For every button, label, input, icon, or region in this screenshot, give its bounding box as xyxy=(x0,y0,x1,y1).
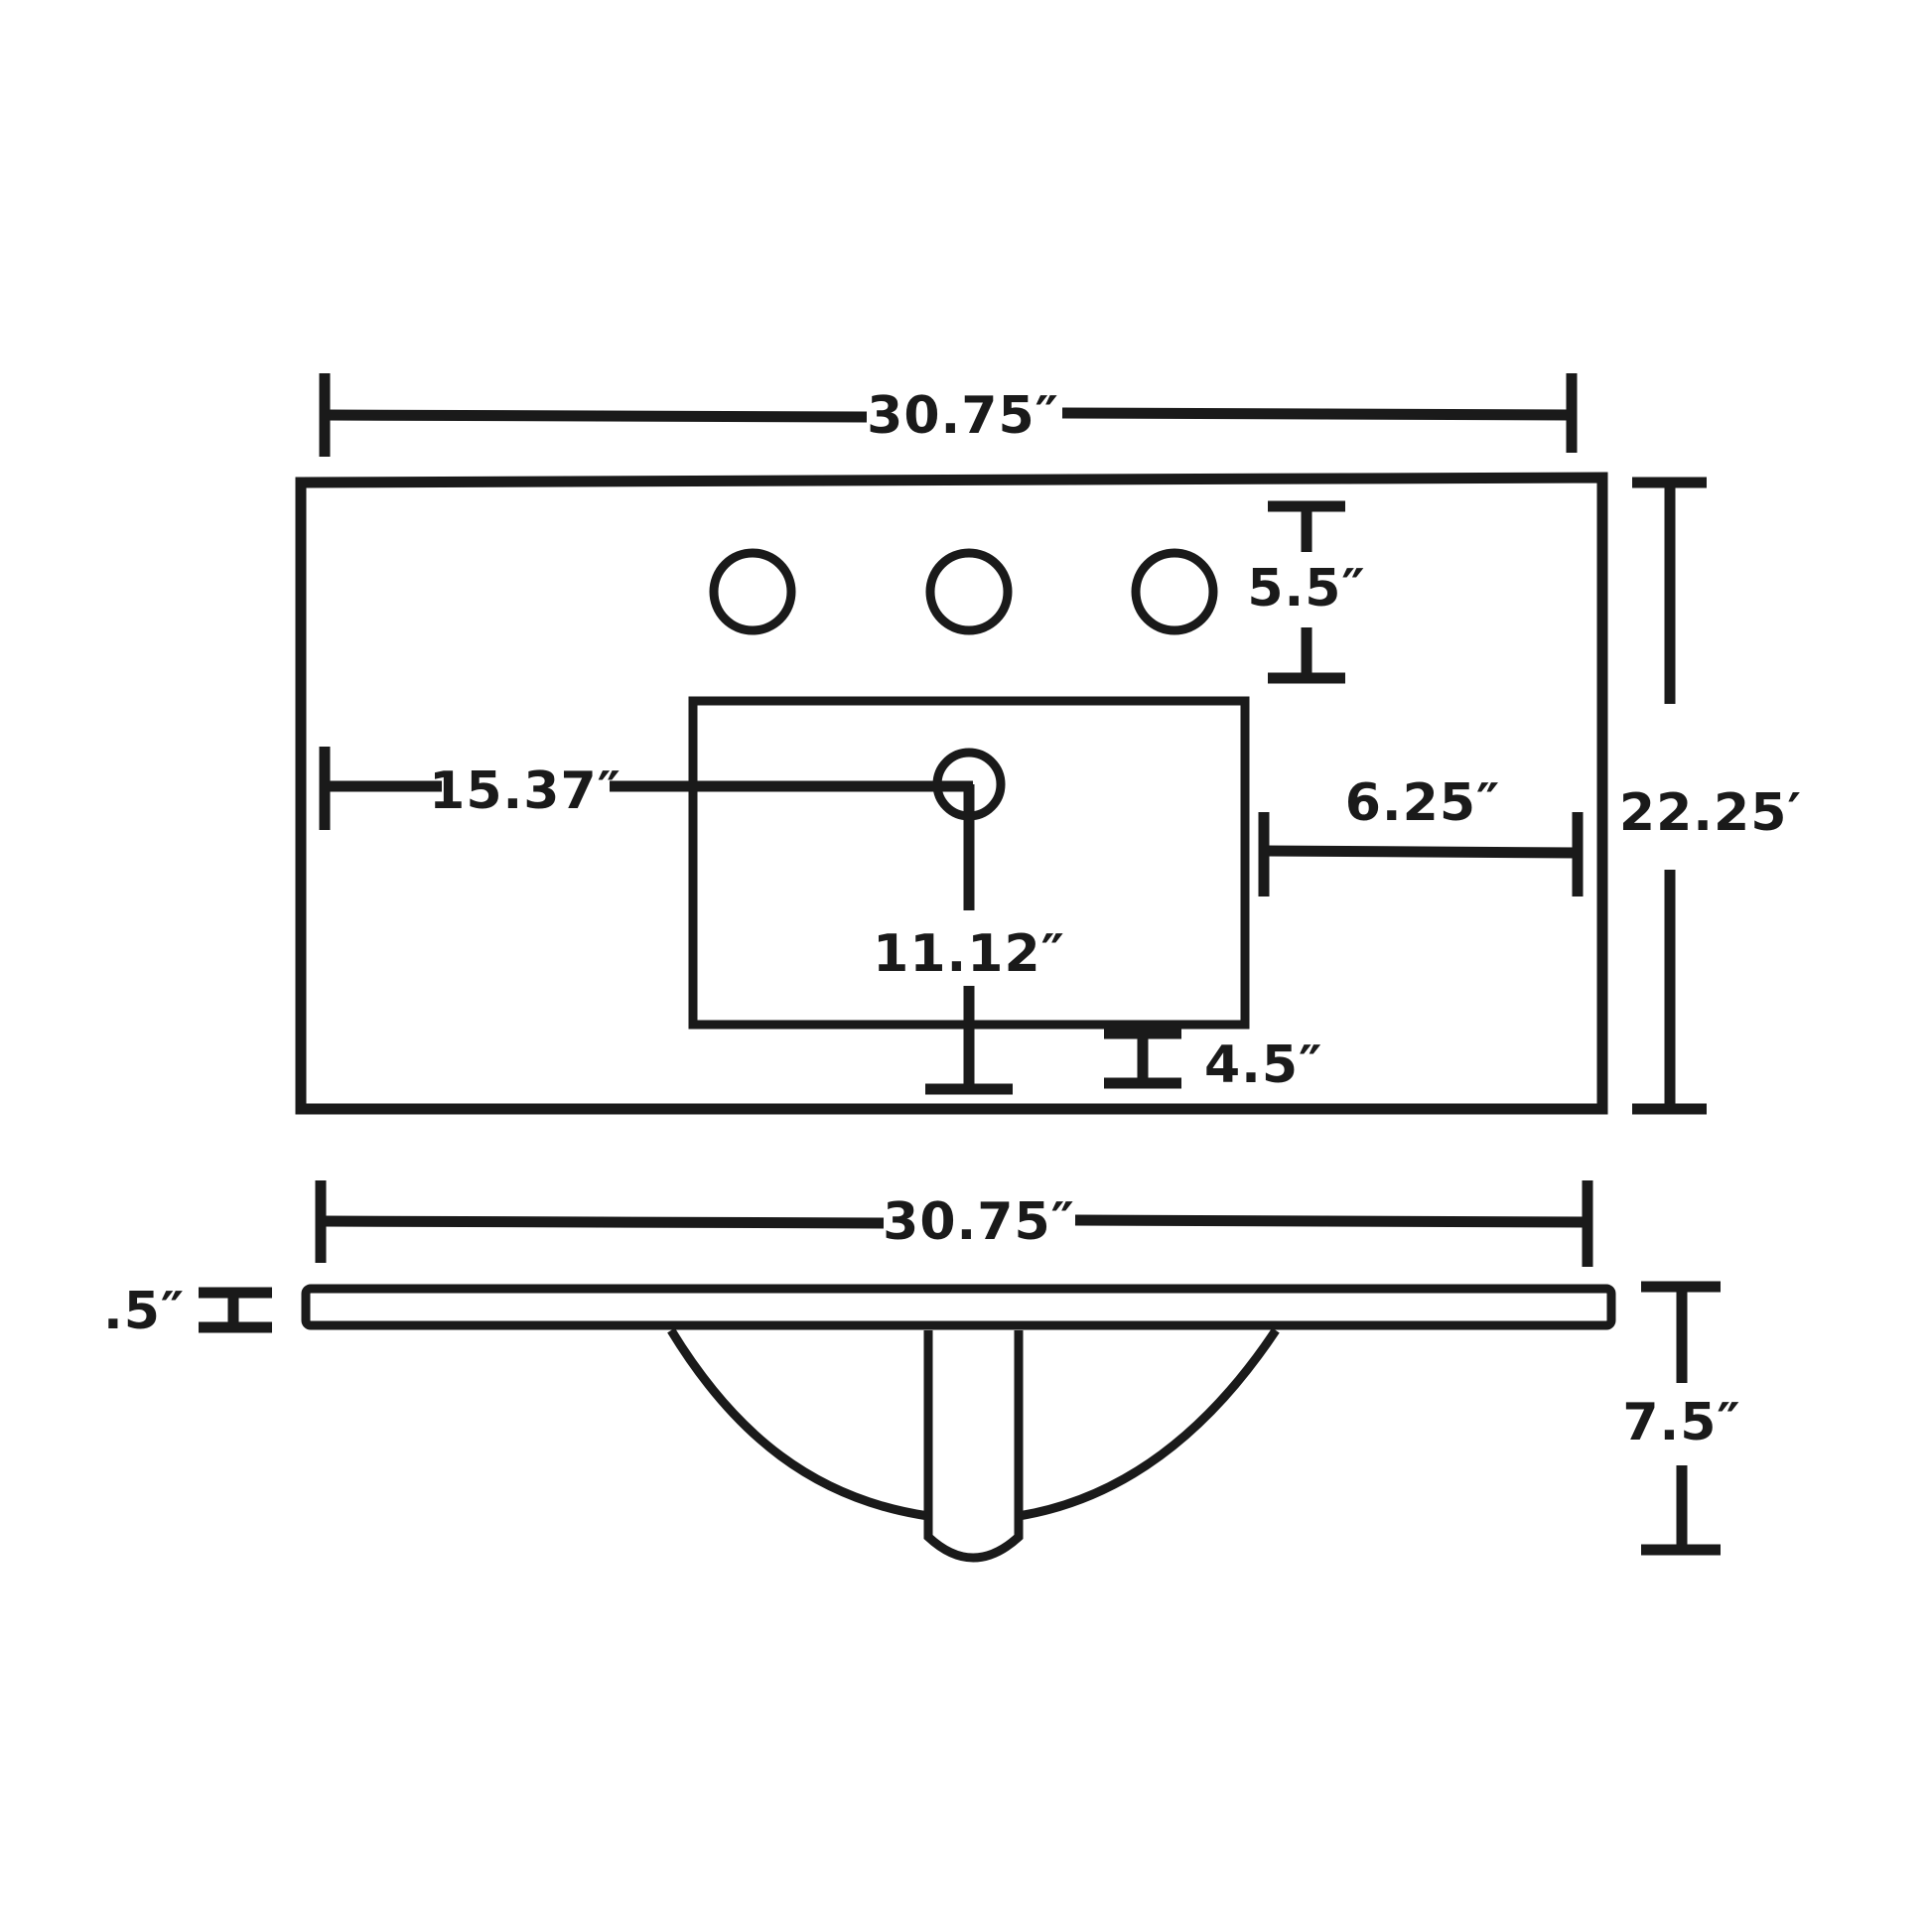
top-width-line-left xyxy=(324,409,868,423)
drain-from-left-dimension: 15.37″ xyxy=(319,747,973,830)
top-depth-dimension: 22.25′ xyxy=(1619,477,1802,1115)
bowl-profile-left xyxy=(667,1327,929,1521)
top-thickness-label: .5″ xyxy=(103,1282,185,1341)
bowl-to-front-dimension: 4.5″ xyxy=(1104,1028,1322,1095)
drain-to-front-dimension: 11.12″ xyxy=(873,784,1065,1095)
bowl-right-line xyxy=(1263,845,1579,859)
top-thickness-dimension: .5″ xyxy=(103,1282,272,1341)
drain-tail-outline xyxy=(923,1330,1024,1563)
faucet-setback-dimension: 5.5″ xyxy=(1247,500,1365,684)
top-view: 30.75″ 5.5″ 15.37″ 11.12 xyxy=(295,373,1802,1115)
side-width-line-right xyxy=(1074,1214,1588,1228)
bowl-to-right-edge-label: 6.25″ xyxy=(1345,773,1501,833)
side-height-dimension: 7.5″ xyxy=(1622,1281,1740,1556)
side-width-label: 30.75″ xyxy=(883,1192,1075,1252)
bowl-profile-right xyxy=(1018,1327,1280,1521)
top-width-dimension: 30.75″ xyxy=(319,373,1578,457)
drain-from-left-label: 15.37″ xyxy=(429,761,621,821)
top-width-line-right xyxy=(1061,407,1573,421)
faucet-hole-left-icon xyxy=(709,548,796,635)
bowl-to-right-dimension: 6.25″ xyxy=(1258,773,1584,897)
top-width-label: 30.75″ xyxy=(867,386,1059,446)
bowl-to-front-label: 4.5″ xyxy=(1204,1035,1322,1095)
side-height-label: 7.5″ xyxy=(1622,1393,1740,1452)
side-width-line-left xyxy=(320,1215,885,1229)
faucet-hole-right-icon xyxy=(1131,548,1218,635)
faucet-hole-center-icon xyxy=(925,548,1013,635)
drain-to-front-label: 11.12″ xyxy=(873,924,1065,984)
top-depth-label: 22.25′ xyxy=(1619,783,1802,843)
countertop-outline xyxy=(295,472,1608,1115)
side-view: 30.75″ .5″ 7.5″ xyxy=(103,1180,1740,1563)
side-width-dimension: 30.75″ xyxy=(315,1180,1593,1267)
faucet-setback-label: 5.5″ xyxy=(1247,559,1365,619)
countertop-slab-outline xyxy=(301,1284,1616,1330)
